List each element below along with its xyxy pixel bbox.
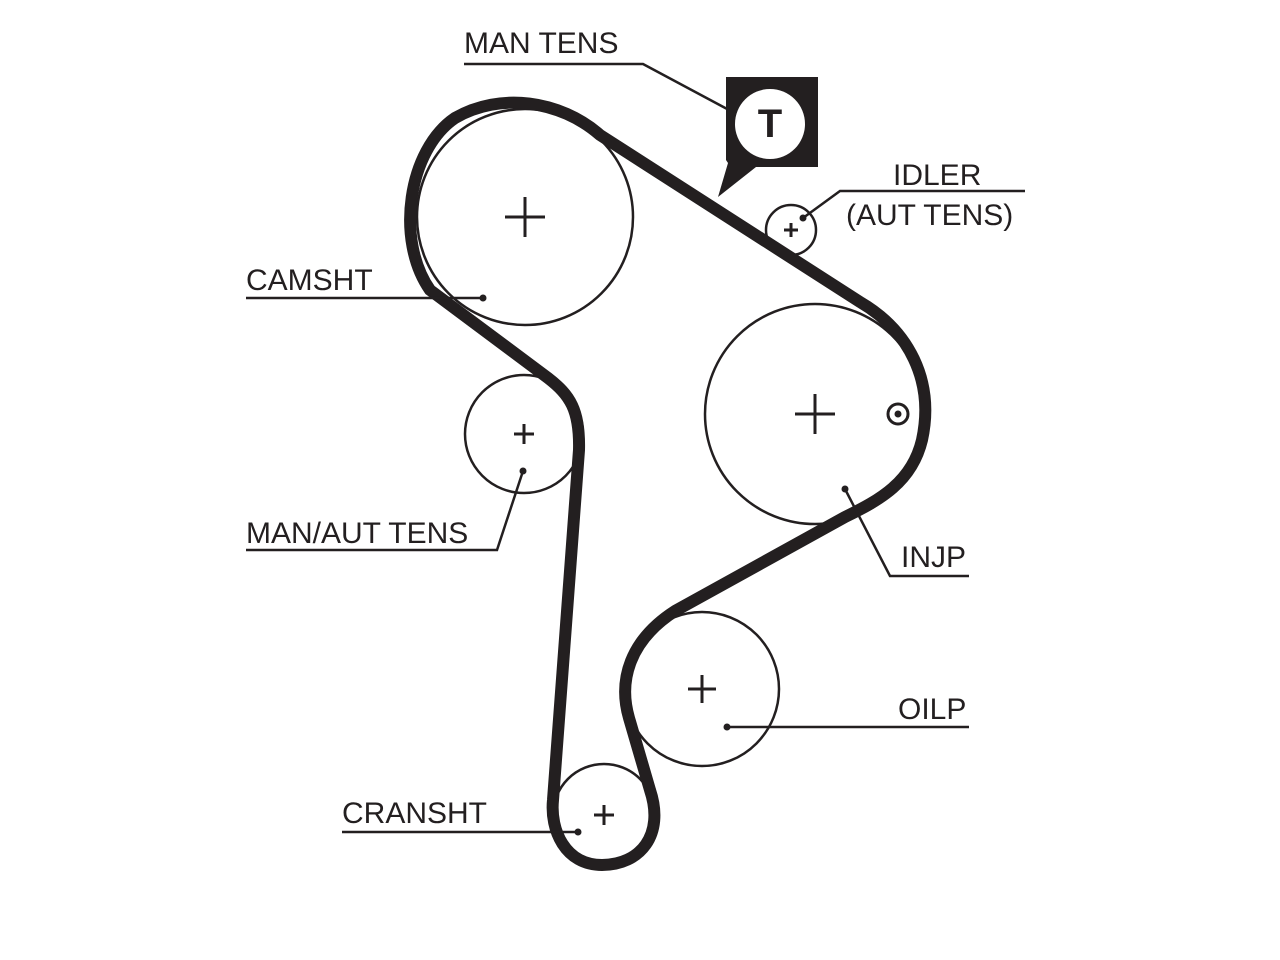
oilp-label: OILP [898, 693, 966, 726]
timing-mark-icon [886, 402, 910, 426]
camsht-callout: CAMSHT [246, 264, 487, 302]
tensioner-marker-icon: T [718, 77, 818, 197]
injp-callout: INJP [841, 485, 969, 578]
cransht-label: CRANSHT [342, 797, 487, 830]
man-aut-tens-label: MAN/AUT TENS [246, 517, 468, 550]
man-aut-tens-callout: MAN/AUT TENS [246, 467, 527, 552]
camsht-label: CAMSHT [246, 264, 373, 297]
cransht-callout: CRANSHT [342, 797, 582, 836]
man-tens-callout: MAN TENS [464, 27, 730, 112]
timing-belt [404, 96, 932, 871]
idler-callout: IDLER (AUT TENS) [799, 159, 1025, 232]
idler-aut-tens-label: (AUT TENS) [846, 199, 1013, 232]
injp-label: INJP [901, 541, 966, 574]
tensioner-badge-letter: T [758, 102, 782, 146]
oilp-callout: OILP [723, 693, 969, 731]
idler-label: IDLER [893, 159, 981, 192]
man-tens-label: MAN TENS [464, 27, 618, 60]
